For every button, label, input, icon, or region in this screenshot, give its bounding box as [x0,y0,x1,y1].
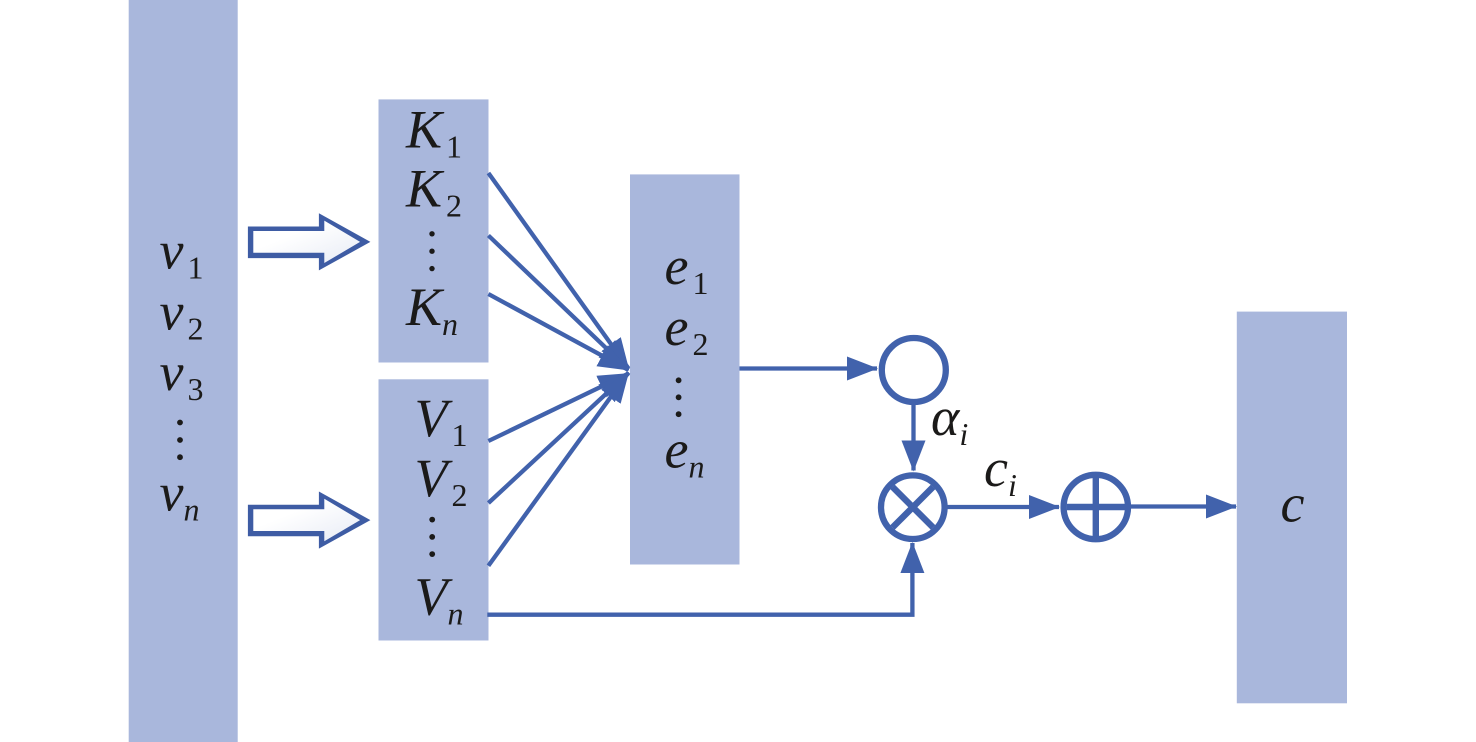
svg-text:e1: e1 [665,236,709,301]
svg-text:αi: αi [931,387,968,452]
svg-text:ci: ci [984,438,1017,503]
svg-text:K2: K2 [405,159,462,224]
svg-text:c: c [1281,474,1305,534]
